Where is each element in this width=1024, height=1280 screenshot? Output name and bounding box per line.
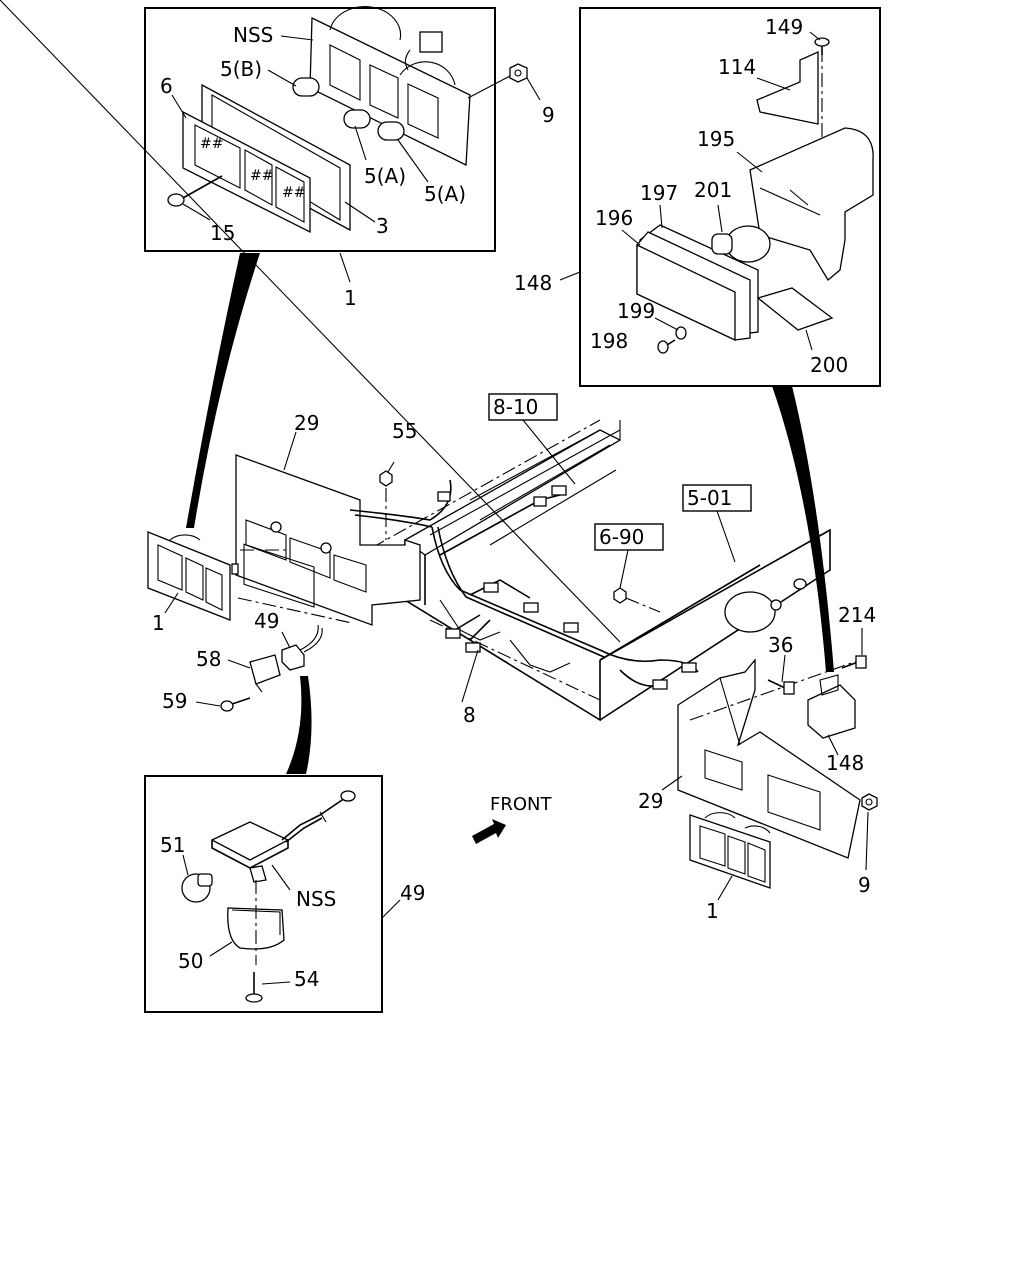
callout-195: 195 <box>697 127 735 151</box>
callout-9-top: 9 <box>542 103 555 127</box>
detail-box-license-lamp: 51 NSS 50 54 <box>144 775 383 1013</box>
ref-5-01: 5-01 <box>682 484 752 563</box>
callout-5a-2: 5(A) <box>424 182 466 206</box>
lamp-housing <box>309 6 471 167</box>
callout-199: 199 <box>617 299 655 323</box>
callout-9-right: 9 <box>858 873 871 897</box>
callout-214: 214 <box>838 603 876 627</box>
callout-nss-top: NSS <box>233 23 273 47</box>
screw-15 <box>167 175 223 207</box>
callout-1-left: 1 <box>152 611 165 635</box>
ref-6-90-label: 6-90 <box>599 525 644 549</box>
callout-nss-bottom: NSS <box>296 887 336 911</box>
detail-box-side-lamp: 149 114 195 197 201 196 199 198 200 <box>579 7 881 387</box>
lens-6: ## ## ## <box>182 110 311 234</box>
lens-50 <box>227 907 285 950</box>
plate-200 <box>756 287 834 331</box>
bulb-201 <box>711 225 771 263</box>
side-lamp-148-mid <box>807 674 856 739</box>
callout-50: 50 <box>178 949 203 973</box>
callout-149: 149 <box>765 15 803 39</box>
connector-wedges <box>186 253 834 774</box>
screw-59 <box>220 697 251 712</box>
svg-text:##: ## <box>200 136 223 152</box>
nut-9-right <box>861 793 878 811</box>
callout-29-right: 29 <box>638 789 663 813</box>
nut-55 <box>379 470 393 540</box>
bulb-5a-2 <box>377 121 405 141</box>
bolt-54 <box>245 972 263 1003</box>
detail-box-lamp-assembly: ## ## ## NSS 5(B) 6 5(A) 5(A) 15 3 <box>144 6 541 252</box>
screw-198 <box>657 339 676 354</box>
callout-29-left: 29 <box>294 411 319 435</box>
screw-149 <box>814 37 830 55</box>
callout-49-bottom: 49 <box>400 881 425 905</box>
callout-6: 6 <box>160 74 173 98</box>
ref-5-01-label: 5-01 <box>687 486 732 510</box>
callout-3: 3 <box>376 214 389 238</box>
housing-195 <box>749 127 874 281</box>
svg-text:##: ## <box>250 168 273 184</box>
callout-15: 15 <box>210 221 235 245</box>
callout-148-top: 148 <box>514 271 552 295</box>
callout-200: 200 <box>810 353 848 377</box>
front-arrow-icon <box>472 819 506 844</box>
callout-51: 51 <box>160 833 185 857</box>
callout-197: 197 <box>640 181 678 205</box>
ref-8-10: 8-10 <box>488 393 576 485</box>
bulb-5a-1 <box>343 109 371 129</box>
bracket-58 <box>249 654 281 693</box>
bulb-51 <box>181 873 213 903</box>
nut-9-top <box>509 63 528 83</box>
front-direction-indicator: FRONT <box>472 794 552 844</box>
callout-198: 198 <box>590 329 628 353</box>
callout-59: 59 <box>162 689 187 713</box>
ref-6-90: 6-90 <box>594 523 664 613</box>
callout-49-mid: 49 <box>254 609 279 633</box>
callout-8: 8 <box>463 703 476 727</box>
svg-text:##: ## <box>282 185 305 201</box>
callout-148-mid: 148 <box>826 751 864 775</box>
lamp-1-right <box>689 812 771 889</box>
ref-8-10-label: 8-10 <box>493 395 538 419</box>
callout-5a-1: 5(A) <box>364 164 406 188</box>
lamp-1-left <box>147 531 239 621</box>
callout-1-right: 1 <box>706 899 719 923</box>
callout-114: 114 <box>718 55 756 79</box>
callout-5b: 5(B) <box>220 57 262 81</box>
callout-55: 55 <box>392 419 417 443</box>
wiring-harness <box>349 479 699 690</box>
washer-199 <box>675 326 687 340</box>
screw-214 <box>841 655 867 669</box>
callout-36: 36 <box>768 633 793 657</box>
license-lamp-49 <box>281 624 323 671</box>
bracket-29-right <box>677 658 861 859</box>
callout-58: 58 <box>196 647 221 671</box>
lens-196 <box>636 224 759 342</box>
callout-196: 196 <box>595 206 633 230</box>
front-label: FRONT <box>490 794 552 815</box>
callout-1-top: 1 <box>344 286 357 310</box>
bracket-29-left <box>235 454 421 626</box>
bulb-5b <box>292 77 320 97</box>
screw-36 <box>767 679 795 695</box>
callout-54: 54 <box>294 967 319 991</box>
callout-201: 201 <box>694 178 732 202</box>
